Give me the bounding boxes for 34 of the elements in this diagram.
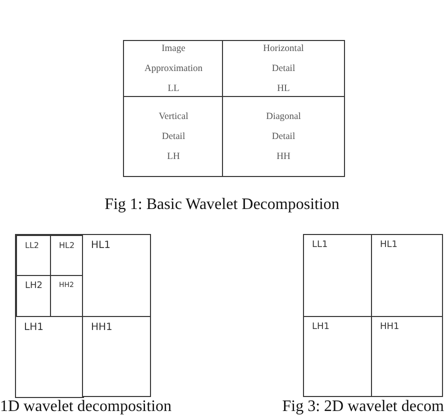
cell-label: HH <box>276 150 290 164</box>
quadrant-cell <box>82 316 151 397</box>
figure-caption: Fig 1: Basic Wavelet Decomposition <box>104 196 340 214</box>
cell-label: Vertical Detail <box>158 110 188 144</box>
cell-label: LL1 <box>312 240 329 250</box>
quadrant-cell <box>16 235 52 277</box>
cell-label: HH1 <box>91 322 114 333</box>
cell-label: LH1 <box>312 322 331 332</box>
cell-label: HL1 <box>91 240 112 251</box>
cell-label: LL <box>168 83 180 96</box>
cell-label: HH1 <box>380 322 400 332</box>
quadrant-cell <box>371 316 443 397</box>
cell-label: LH1 <box>24 322 44 333</box>
cell-label: HL2 <box>59 241 76 250</box>
quadrant-cell <box>303 316 373 397</box>
quadrant-cell <box>123 40 224 98</box>
cell-label: LL2 <box>25 241 40 250</box>
cell-label: Diagonal Detail <box>266 110 301 144</box>
quadrant-cell <box>222 40 345 98</box>
cell-label: LH2 <box>25 281 44 291</box>
cell-label: HL1 <box>380 240 399 250</box>
cell-label: LH <box>167 150 180 164</box>
quadrant-cell <box>15 316 84 398</box>
quadrant-cell <box>123 96 224 177</box>
subdivided-quadrant <box>15 234 84 318</box>
cell-label: HL <box>277 83 290 96</box>
quadrant-cell <box>371 234 443 318</box>
figure-caption: Fig 3: 2D wavelet decom <box>282 398 444 416</box>
cell-label: Image Approximation <box>144 43 203 76</box>
figure-caption: 1D wavelet decomposition <box>0 398 172 416</box>
cell-label: Horizontal Detail <box>263 43 304 76</box>
quadrant-cell <box>303 234 373 318</box>
quadrant-cell <box>222 96 345 177</box>
quadrant-cell <box>82 234 151 318</box>
